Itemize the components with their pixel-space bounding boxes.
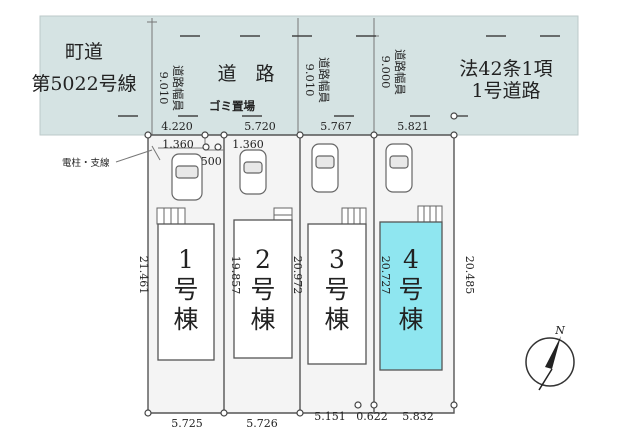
road-width-value-3: 9.000 — [379, 56, 393, 89]
bottom-dim-2: 5.726 — [246, 417, 278, 430]
north-label: N — [554, 324, 565, 337]
house-4-highlight — [379, 221, 443, 371]
road-east-line2: 1号道路 — [471, 80, 540, 102]
road-width-label-1: 道路幅員 — [171, 65, 185, 111]
road-middle-label: 道 路 — [217, 63, 274, 85]
bottom-dim-4: 0.622 — [356, 410, 388, 423]
svg-text:棟: 棟 — [398, 305, 423, 334]
svg-text:棟: 棟 — [324, 305, 349, 334]
car-2 — [239, 149, 267, 195]
frontage-dim-3: 5.767 — [320, 120, 352, 133]
road-width-label-3: 道路幅員 — [393, 49, 407, 95]
entry-step-1 — [156, 207, 186, 225]
frontage-dim-4: 5.821 — [397, 120, 429, 133]
lot-label-4: 4 号 棟 — [398, 245, 423, 334]
road-west-line2: 第5022号線 — [31, 73, 136, 95]
inner-dim-c: 1.360 — [232, 138, 264, 151]
road-width-label-2: 道路幅員 — [317, 57, 331, 103]
svg-text:1: 1 — [178, 245, 194, 274]
entry-step-3 — [341, 207, 367, 225]
car-1 — [171, 153, 203, 201]
svg-text:号: 号 — [173, 275, 198, 304]
car-4 — [385, 143, 413, 193]
svg-text:3: 3 — [329, 245, 345, 274]
road-width-value-1: 9.010 — [157, 72, 171, 105]
utility-pole-label: 電柱・支線 — [62, 157, 110, 169]
bottom-dim-3: 5.151 — [314, 410, 346, 423]
depth-dim-2: 19.857 — [229, 256, 242, 295]
svg-text:号: 号 — [324, 275, 349, 304]
garbage-area-label: ゴミ置場 — [209, 99, 255, 113]
depth-dim-4: 20.727 — [379, 256, 392, 295]
depth-dim-3: 20.972 — [291, 256, 304, 295]
boundary-markers — [144, 112, 458, 417]
road-west-line1: 町道 — [65, 41, 103, 63]
frontage-dim-2: 5.720 — [244, 120, 276, 133]
svg-text:2: 2 — [255, 245, 271, 274]
svg-text:号: 号 — [398, 275, 423, 304]
road-center-dashes — [118, 35, 560, 117]
svg-text:棟: 棟 — [250, 305, 275, 334]
bottom-dim-1: 5.725 — [171, 417, 203, 430]
bottom-dim-5: 5.832 — [402, 410, 434, 423]
house-1 — [157, 223, 215, 361]
frontage-dim-1: 4.220 — [161, 120, 193, 133]
lot-label-3: 3 号 棟 — [324, 245, 349, 334]
svg-text:4: 4 — [403, 245, 419, 274]
car-3 — [311, 143, 339, 193]
house-2 — [233, 219, 293, 359]
entry-step-4 — [417, 205, 443, 223]
inner-dim-a: 1.360 — [162, 138, 194, 151]
north-arrow-icon: N — [525, 324, 575, 391]
road-east-line1: 法42条1項 — [459, 58, 552, 80]
house-3 — [307, 223, 367, 365]
depth-dim-1: 21.461 — [137, 256, 150, 295]
lot-label-1: 1 号 棟 — [173, 245, 198, 334]
road-width-value-2: 9.010 — [303, 64, 317, 97]
svg-text:棟: 棟 — [173, 305, 198, 334]
lot-label-2: 2 号 棟 — [250, 245, 275, 334]
depth-dim-5: 20.485 — [463, 256, 476, 295]
svg-text:号: 号 — [250, 275, 275, 304]
